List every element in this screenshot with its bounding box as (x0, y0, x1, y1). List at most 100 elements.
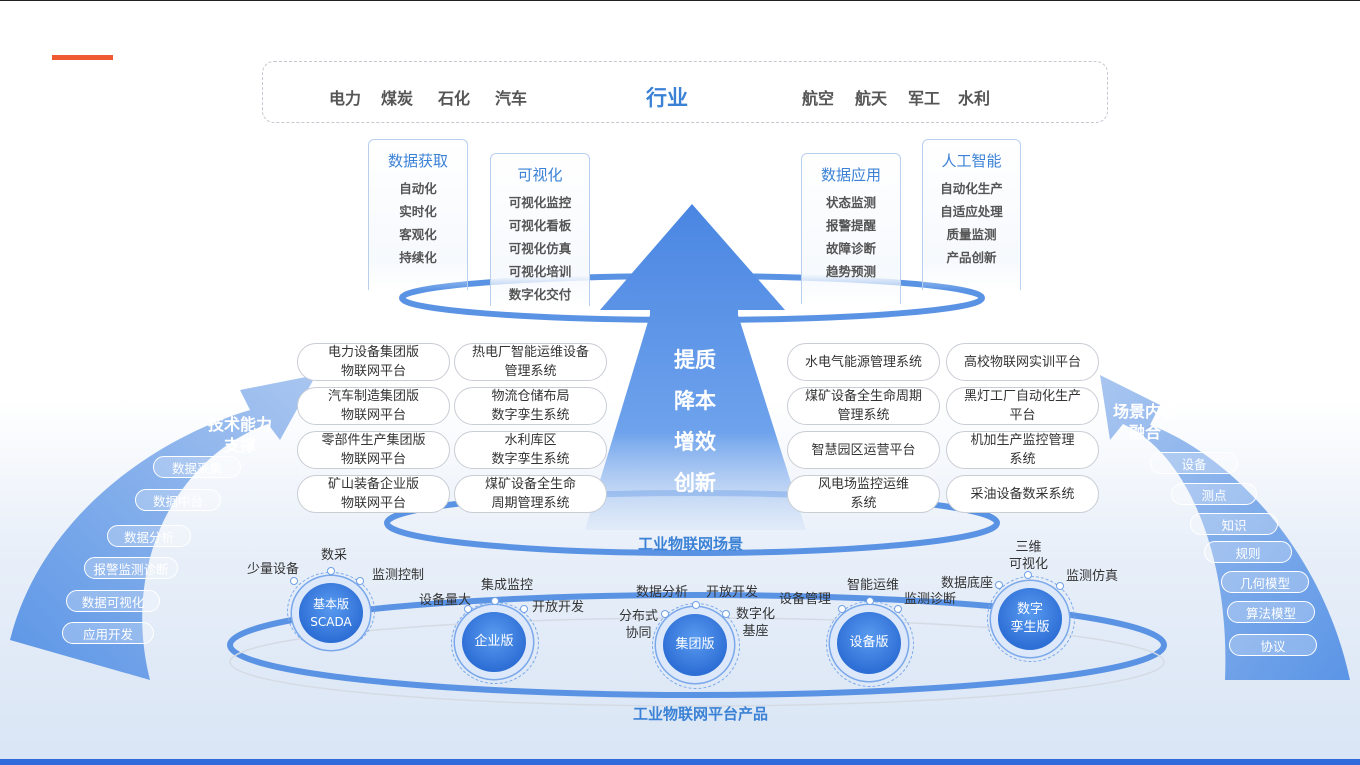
left-side-arrow (10, 375, 316, 680)
bottom-ring (227, 592, 1167, 698)
card-item: 客观化 (399, 227, 437, 242)
scene-section-title: 工业物联网场景 (638, 535, 744, 553)
node-dot (1056, 582, 1064, 590)
card-item: 质量监测 (946, 227, 997, 242)
scene-content-pill: 设备 (1150, 452, 1238, 474)
card-visualization: 可视化 可视化监控 可视化看板 可视化仿真 可视化培训 数字化交付 (490, 153, 590, 306)
industry-item: 航空 (802, 89, 835, 108)
top-border-line (0, 0, 1360, 1)
product-basic-scada: 基本版 SCADA (299, 583, 363, 643)
card-item: 可视化培训 (508, 264, 572, 279)
industry-item: 电力 (329, 89, 362, 108)
product-label: 监测仿真 (1066, 569, 1119, 584)
card-item: 自动化生产 (940, 181, 1003, 196)
industry-item: 汽车 (495, 89, 528, 108)
product-label: 开放开发 (532, 600, 585, 615)
bottom-bar (0, 759, 1360, 765)
scene-pill: 黑灯工厂自动化生产 平台 (946, 387, 1099, 425)
scene-content-pill: 测点 (1171, 483, 1257, 505)
scene-pill: 热电厂智能运维设备 管理系统 (454, 343, 607, 381)
products-section-title: 工业物联网平台产品 (633, 705, 769, 723)
industry-item: 军工 (908, 89, 941, 108)
industry-box (262, 61, 1108, 123)
product-label: 少量设备 (247, 562, 300, 577)
product-label: 监测控制 (372, 568, 425, 583)
scene-pill: 汽车制造集团版 物联网平台 (297, 387, 450, 425)
scene-pill: 煤矿设备全生命 周期管理系统 (454, 475, 607, 513)
card-item: 可视化监控 (508, 195, 572, 210)
arrow-text: 创新 (674, 471, 716, 495)
node-dot (661, 610, 669, 618)
node-dot (1024, 571, 1032, 579)
scene-pill: 采油设备数采系统 (946, 475, 1099, 513)
industry-item: 煤炭 (381, 89, 414, 108)
left-arrow-title: 技术能力 支撑 (207, 415, 272, 455)
scene-pill: 物流仓储布局 数字孪生系统 (454, 387, 607, 425)
scene-pill: 风电场监控运维 系统 (787, 475, 940, 513)
scene-content-pill: 算法模型 (1227, 601, 1315, 623)
right-arrow-title: 场景内容 融合 (1112, 402, 1177, 442)
scene-content-pill: 协议 (1229, 634, 1317, 656)
product-label: 智能运维 (847, 578, 900, 593)
scene-pill: 零部件生产集团版 物联网平台 (297, 431, 450, 469)
product-group: 集团版 (663, 614, 727, 676)
card-item: 自适应处理 (940, 204, 1003, 219)
scene-pill: 水利库区 数字孪生系统 (454, 431, 607, 469)
product-label: 集成监控 (481, 578, 534, 593)
arrow-text: 提质 (674, 348, 716, 372)
node-dot (722, 610, 730, 618)
scene-content-pill: 知识 (1190, 513, 1278, 535)
scene-pill: 智慧园区运营平台 (787, 431, 940, 469)
card-item: 实时化 (399, 204, 437, 219)
product-label: 设备量大 (419, 593, 472, 608)
product-label: 开放开发 (706, 585, 759, 600)
node-dot (290, 577, 298, 585)
node-dot (491, 597, 499, 605)
card-ai: 人工智能 自动化生产 自适应处理 质量监测 产品创新 (922, 139, 1021, 290)
industry-item: 航天 (855, 89, 888, 108)
card-title: 数据获取 (387, 152, 448, 170)
node-dot (894, 605, 902, 613)
card-data-acquisition: 数据获取 自动化 实时化 客观化 持续化 (368, 139, 468, 290)
product-label: 三维 可视化 (1009, 540, 1049, 572)
scene-pill: 机加生产监控管理 系统 (946, 431, 1099, 469)
node-dot (464, 605, 472, 613)
card-item: 故障诊断 (825, 241, 876, 256)
product-label: 监测诊断 (904, 592, 957, 607)
node-dot (327, 567, 335, 575)
product-label: 分布式 协同 (619, 609, 659, 641)
accent-bar (52, 55, 113, 60)
scene-pill: 矿山装备企业版 物联网平台 (297, 475, 450, 513)
product-digital-twin: 数字 孪生版 (998, 588, 1062, 650)
node-dot (866, 597, 874, 605)
scene-content-pill: 规则 (1204, 541, 1292, 563)
card-data-application: 数据应用 状态监测 报警提醒 故障诊断 趋势预测 (801, 153, 901, 304)
node-dot (356, 577, 364, 585)
card-item: 数字化交付 (508, 287, 572, 302)
right-side-arrow (1100, 375, 1350, 680)
industry-item: 水利 (958, 89, 991, 108)
card-item: 可视化仿真 (508, 241, 572, 256)
card-item: 可视化看板 (508, 218, 572, 233)
industry-item: 石化 (438, 89, 471, 108)
industry-title: 行业 (646, 86, 688, 110)
scene-pill: 水电气能源管理系统 (787, 343, 940, 381)
node-dot (838, 605, 846, 613)
tech-pill: 应用开发 (62, 622, 154, 644)
tech-pill: 数据采集 (153, 456, 241, 478)
scene-content-pill: 几何模型 (1221, 571, 1309, 593)
arrow-text: 降本 (674, 389, 716, 413)
arrow-text: 增效 (674, 430, 716, 454)
product-label: 数据底座 (941, 576, 994, 591)
product-label: 设备管理 (779, 592, 832, 607)
product-label: 数采 (321, 548, 348, 563)
scene-pill: 电力设备集团版 物联网平台 (297, 343, 450, 381)
scene-pill: 高校物联网实训平台 (946, 343, 1099, 381)
node-dot (995, 581, 1003, 589)
tech-pill: 数据可视化 (66, 590, 160, 612)
product-enterprise: 企业版 (462, 612, 526, 672)
node-dot (692, 601, 700, 609)
tech-pill: 报警监测诊断 (84, 557, 178, 579)
card-item: 趋势预测 (825, 264, 876, 279)
